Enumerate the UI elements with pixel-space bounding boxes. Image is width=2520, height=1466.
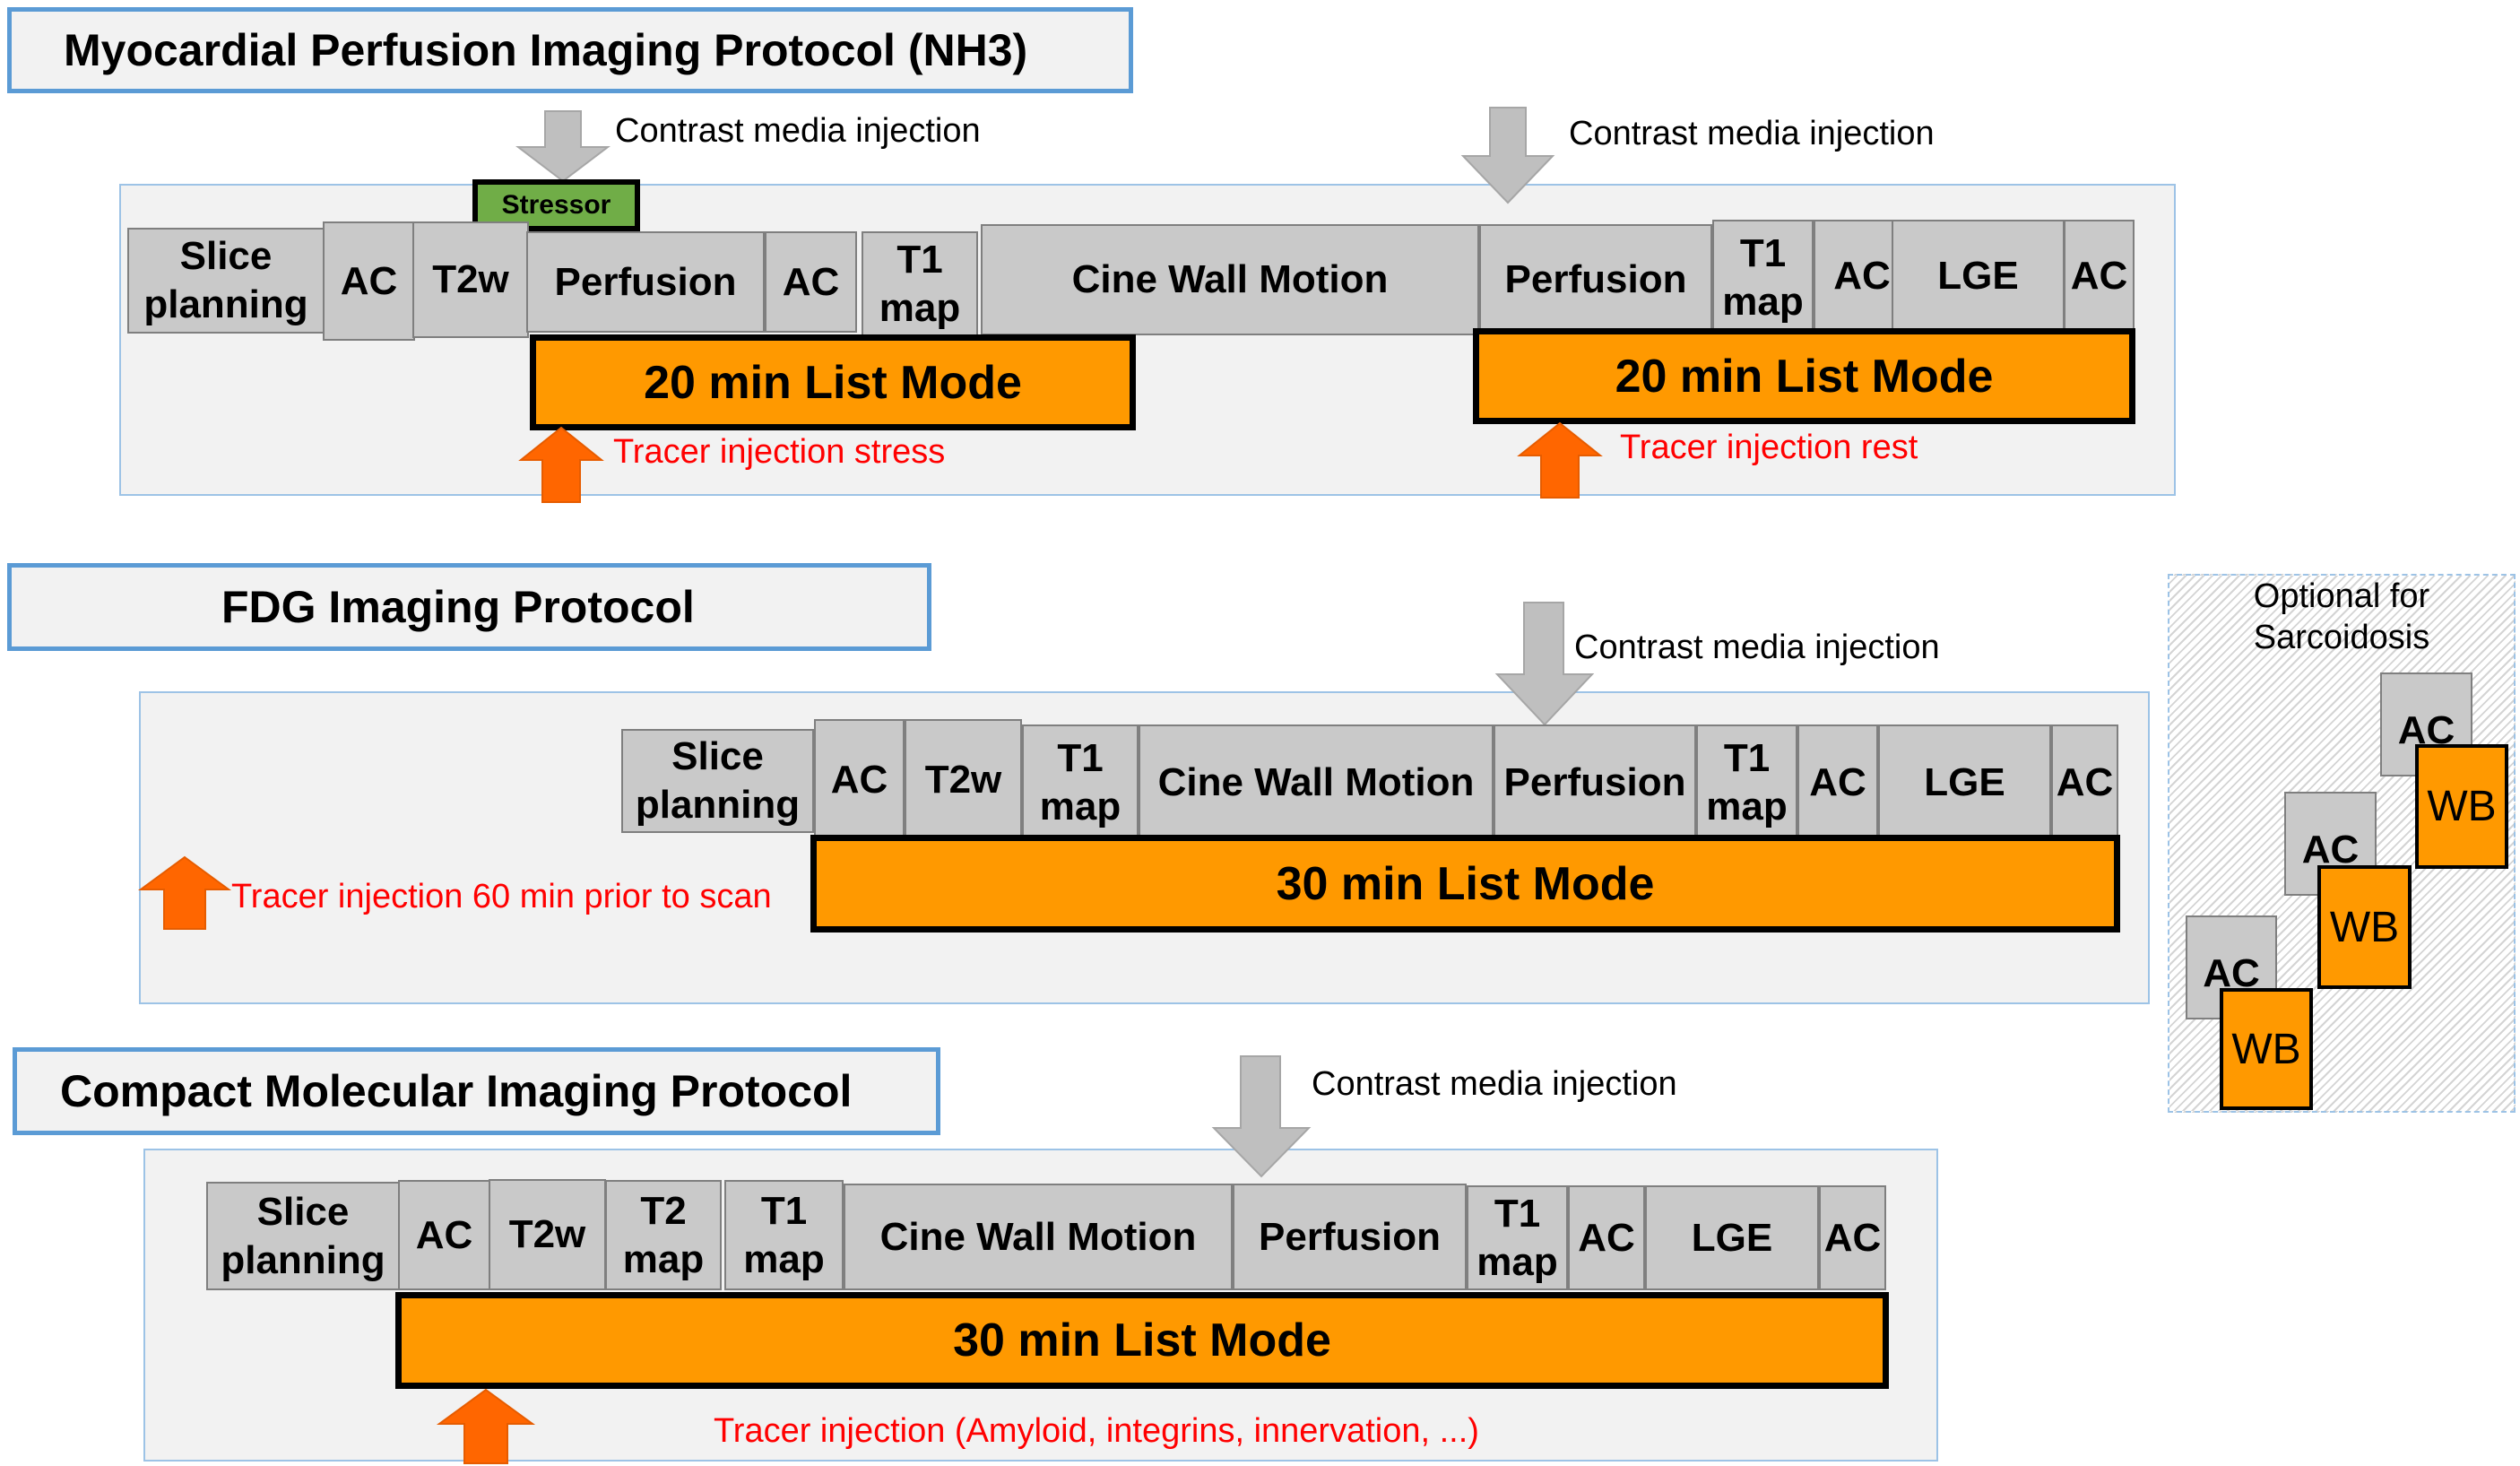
protocol-block: AC [765,231,857,333]
protocol-block: T2w [905,719,1022,840]
contrast-arrow-icon [1460,107,1555,204]
protocol-block: T1 map [724,1180,844,1290]
compact-title-box: Compact Molecular Imaging Protocol [13,1047,940,1135]
protocol-block: AC [398,1180,490,1290]
protocol-block: T2w [412,221,529,338]
protocol-block: AC [1568,1185,1645,1290]
compact-tracer-label: Tracer injection (Amyloid, integrins, in… [714,1412,1479,1450]
fdg-title-box: FDG Imaging Protocol [7,563,931,651]
protocol-block: T2 map [605,1180,722,1290]
list-mode-bar: 20 min List Mode [530,334,1136,430]
protocol-block: AC [2064,220,2135,333]
protocol-block: AC [814,719,905,840]
tracer-stress-label: Tracer injection stress [613,433,946,471]
protocol-block: Cine Wall Motion [844,1184,1233,1290]
tracer-arrow-icon [436,1388,536,1464]
fdg-contrast-label: Contrast media injection [1574,629,1940,666]
wb-block: WB [2220,988,2313,1110]
nh3-title-box: Myocardial Perfusion Imaging Protocol (N… [7,7,1133,93]
protocol-block: Perfusion [526,231,765,333]
wb-block: WB [2317,865,2412,989]
nh3-title: Myocardial Perfusion Imaging Protocol (N… [64,25,1028,75]
protocol-block: LGE [1645,1185,1819,1290]
contrast-arrow-icon [1494,602,1595,726]
protocol-block: T1 map [1467,1185,1568,1290]
optional-title: Optional for Sarcoidosis [2253,577,2430,656]
fdg-tracer-label: Tracer injection 60 min prior to scan [231,878,772,915]
contrast-arrow-icon [515,110,611,183]
list-mode-bar: 20 min List Mode [1473,328,2135,424]
wb-block: WB [2415,744,2508,869]
protocol-block: AC [1819,1185,1886,1290]
protocol-block: Perfusion [1479,224,1712,335]
protocol-block: T1 map [1022,724,1139,840]
tracer-arrow-icon [137,855,232,930]
protocol-block: T2w [489,1179,606,1290]
tracer-arrow-icon [518,426,604,503]
nh3-contrast-label-2: Contrast media injection [1569,115,1935,152]
protocol-block: T1 map [1712,220,1814,335]
nh3-contrast-label-1: Contrast media injection [615,112,981,150]
protocol-block: T1 map [1696,724,1797,840]
protocol-block: AC [2051,724,2118,840]
list-mode-bar: 30 min List Mode [810,835,2120,933]
protocol-block: Slice planning [206,1182,400,1290]
tracer-arrow-icon [1517,421,1603,499]
fdg-title: FDG Imaging Protocol [221,582,695,632]
tracer-rest-label: Tracer injection rest [1620,429,1918,466]
compact-title: Compact Molecular Imaging Protocol [60,1066,853,1116]
protocol-block: T1 map [862,231,978,337]
protocol-block: AC [1797,724,1878,840]
list-mode-bar: 30 min List Mode [395,1292,1889,1389]
contrast-arrow-icon [1211,1055,1312,1178]
protocol-block: Cine Wall Motion [981,224,1479,335]
protocol-block: Perfusion [1494,724,1696,840]
protocol-block: AC [323,221,415,341]
compact-contrast-label: Contrast media injection [1312,1065,1677,1103]
protocol-block: LGE [1878,724,2051,840]
protocol-block: LGE [1892,220,2065,333]
protocol-block: Slice planning [621,729,814,833]
protocol-block: Cine Wall Motion [1139,724,1494,840]
protocol-block: Perfusion [1233,1184,1467,1290]
protocol-block: Slice planning [127,228,325,334]
